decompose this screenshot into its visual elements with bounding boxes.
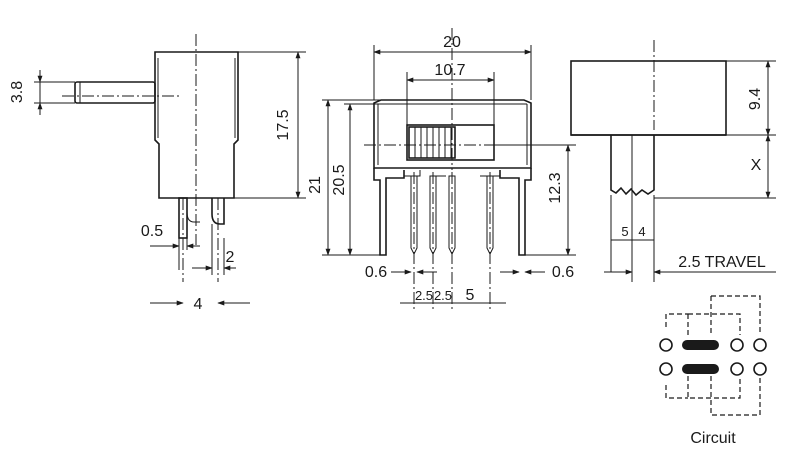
terminal-2c <box>753 362 767 376</box>
dim-pin-offset-right: 0.6 <box>552 264 574 281</box>
terminal-1a <box>659 338 673 352</box>
slider-contact-2 <box>682 364 719 374</box>
slider-knob <box>408 126 456 159</box>
terminal-2a <box>659 362 673 376</box>
dim-travel-height: 9.4 <box>747 88 764 110</box>
dim-front-total-height: 21 <box>307 176 324 194</box>
terminal-1c <box>753 338 767 352</box>
terminal-1b <box>730 338 744 352</box>
front-leg-left <box>373 168 405 256</box>
dim-x: X <box>751 157 762 174</box>
travel-label: 2.5 TRAVEL <box>678 254 766 271</box>
side-pin-right <box>211 198 225 225</box>
dim-travel-right: 4 <box>638 224 645 239</box>
dim-pitch-3: 5 <box>466 287 475 304</box>
dim-slot-width: 10.7 <box>434 62 465 79</box>
dim-pitch-1: 2.5 <box>415 288 433 303</box>
dim-pin-offset-left: 0.6 <box>365 264 387 281</box>
terminal-2b <box>730 362 744 376</box>
circuit-label: Circuit <box>690 430 736 447</box>
side-view: 3.8 17.5 0.5 2 4 <box>9 34 306 313</box>
circuit-diagram: Circuit <box>659 295 767 447</box>
front-view: 20 10.7 21 20.5 12.3 0.6 0.6 2.5 2.5 5 <box>307 28 576 312</box>
dim-actuator-diameter: 3.8 <box>9 81 26 103</box>
front-leg-right <box>499 168 532 256</box>
actuator-lever <box>74 81 156 104</box>
dim-pin-width: 0.5 <box>141 223 163 240</box>
dim-pin-gap: 2 <box>226 249 235 266</box>
dim-side-height: 17.5 <box>275 109 292 140</box>
travel-view: 9.4 X 5 4 2.5 TRAVEL <box>570 40 776 282</box>
dim-travel-left: 5 <box>621 224 628 239</box>
travel-body <box>570 60 727 136</box>
slider-contact-1 <box>682 340 719 350</box>
dim-pin-pitch: 4 <box>194 296 203 313</box>
dim-pin-length: 12.3 <box>547 172 564 203</box>
dim-front-width: 20 <box>443 34 461 51</box>
travel-lever <box>610 135 655 197</box>
slider-slot <box>406 124 495 161</box>
dim-pitch-2: 2.5 <box>434 288 452 303</box>
dim-front-body-height: 20.5 <box>331 164 348 195</box>
